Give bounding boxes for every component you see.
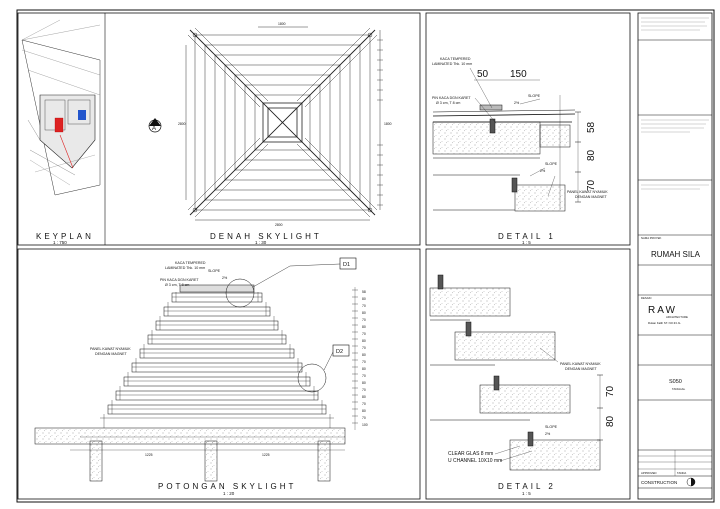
step-value: 80 bbox=[362, 353, 366, 357]
detail2-title: DETAIL 2 bbox=[498, 482, 556, 491]
step-value: 80 bbox=[362, 381, 366, 385]
potongan-dim-right: 1225 bbox=[262, 453, 270, 457]
step-value: 58 bbox=[362, 290, 366, 294]
detail1-note-slope: SLOPE bbox=[528, 94, 541, 98]
potongan-note-glass2: LAMINATED Thk. 10 mm bbox=[165, 266, 205, 270]
tb-designer-label: DESAIN bbox=[641, 296, 651, 300]
step-value: 70 bbox=[362, 388, 366, 392]
step-value: 70 bbox=[362, 374, 366, 378]
detail-2-drawing bbox=[429, 274, 603, 471]
section-mark-label: A bbox=[152, 126, 156, 132]
frame-top-left bbox=[17, 12, 421, 246]
step-value: 80 bbox=[362, 409, 366, 413]
detail1-scale: 1 : 5 bbox=[522, 240, 531, 245]
step-value: 70 bbox=[362, 360, 366, 364]
callout-d2-label: D2 bbox=[336, 349, 343, 355]
title-block bbox=[637, 12, 713, 500]
detail1-dim-50: 50 bbox=[477, 69, 489, 80]
detail1-note-panel: PANEL KAWAT NYAMUK bbox=[567, 190, 608, 194]
tb-date-label: TANGGAL bbox=[672, 387, 686, 391]
step-value: 70 bbox=[362, 332, 366, 336]
denah-right-ticks bbox=[377, 39, 383, 206]
detail2-note-panel2: DENGAN MAGNET bbox=[565, 367, 598, 371]
step-value: 70 bbox=[362, 318, 366, 322]
detail1-dim-70: 70 bbox=[586, 179, 597, 191]
potongan-title: POTONGAN SKYLIGHT bbox=[158, 482, 296, 491]
detail2-scale: 1 : 5 bbox=[522, 491, 531, 496]
step-value: 80 bbox=[362, 297, 366, 301]
frame-detail-2 bbox=[425, 248, 631, 500]
denah-dim-left: 2800 bbox=[178, 122, 186, 126]
potongan-note-pct: 2% bbox=[222, 276, 228, 280]
potongan-scale: 1 : 20 bbox=[223, 491, 235, 496]
detail1-note-pin: PIN KACA DGN KARET bbox=[432, 96, 471, 100]
detail1-note-pct2: 2% bbox=[540, 169, 546, 173]
potongan-note-panel: PANEL KAWAT NYAMUK bbox=[90, 347, 131, 351]
potongan-drawing bbox=[34, 265, 356, 482]
denah-dim-bottom: 2800 bbox=[275, 223, 283, 227]
detail-1-drawing bbox=[432, 67, 581, 212]
step-value: 70 bbox=[362, 402, 366, 406]
keyplan-drawing bbox=[21, 19, 101, 196]
detail1-dim-150: 150 bbox=[510, 69, 527, 80]
step-value: 80 bbox=[362, 311, 366, 315]
detail1-dim-80: 80 bbox=[586, 149, 597, 161]
detail1-note-pin2: Ø 3 cm, T 8 cm bbox=[436, 101, 460, 105]
tb-checked: APPROVED bbox=[641, 471, 657, 475]
detail1-note-glass2: LAMINATED Thk. 10 mm bbox=[432, 62, 472, 66]
detail2-dim-80: 80 bbox=[605, 415, 616, 427]
tb-address: Rukan Kalih ST. NO.33 JL. bbox=[648, 321, 681, 325]
frame-detail-1 bbox=[425, 12, 631, 246]
denah-dim-top: 1800 bbox=[278, 22, 286, 26]
detail2-dim-70: 70 bbox=[605, 385, 616, 397]
detail1-note-pct: 2% bbox=[514, 101, 520, 105]
detail2-note-clear: CLEAR GLAS 8 mm bbox=[448, 451, 493, 457]
denah-skylight-drawing bbox=[185, 26, 381, 221]
step-value: 80 bbox=[362, 395, 366, 399]
denah-dim-right: 1800 bbox=[384, 122, 392, 126]
detail1-dim-58: 58 bbox=[586, 121, 597, 133]
step-value: 70 bbox=[362, 416, 366, 420]
detail1-title: DETAIL 1 bbox=[498, 232, 556, 241]
tb-firm-name: RAW bbox=[648, 305, 677, 316]
potongan-note-slope: SLOPE bbox=[208, 269, 221, 273]
step-value: 80 bbox=[362, 367, 366, 371]
step-value: 80 bbox=[362, 325, 366, 329]
detail2-note-pct: 2% bbox=[545, 432, 551, 436]
potongan-note-glass: KACA TEMPERED bbox=[175, 261, 206, 265]
potongan-step-values: 58 80 70 80 70 80 70 80 70 80 70 80 70 8… bbox=[362, 290, 368, 427]
potongan-note-pin2: Ø 3 cm, T 8 cm bbox=[165, 283, 189, 287]
callout-d2: D2 bbox=[332, 344, 350, 357]
step-value: 80 bbox=[362, 339, 366, 343]
section-marker: A bbox=[148, 118, 162, 133]
step-value: 70 bbox=[362, 304, 366, 308]
tb-status: CONSTRUCTION bbox=[641, 480, 677, 485]
tb-project-label: NAMA PROYEK bbox=[641, 236, 661, 240]
potongan-note-panel2: DENGAN MAGNET bbox=[95, 352, 128, 356]
detail1-note-glass: KACA TEMPERED bbox=[440, 57, 471, 61]
potongan-dim-left: 1225 bbox=[145, 453, 153, 457]
detail2-note-panel: PANEL KAWAT NYAMUK bbox=[560, 362, 601, 366]
callout-d1-label: D1 bbox=[343, 262, 350, 268]
tb-approved-by: TANDA bbox=[677, 471, 686, 475]
callout-d1: D1 bbox=[289, 257, 357, 270]
tb-firm-sub: ARCHITECTURE bbox=[666, 315, 688, 319]
keyplan-title: KEYPLAN bbox=[36, 232, 94, 241]
denah-title: DENAH SKYLIGHT bbox=[210, 232, 322, 241]
potongan-note-pin: PIN KACA DGN KARET bbox=[160, 278, 199, 282]
potongan-right-ticks bbox=[352, 289, 358, 424]
tb-drawing-no: S050 bbox=[669, 379, 682, 385]
step-value: 70 bbox=[362, 346, 366, 350]
frame-potongan bbox=[17, 248, 421, 500]
keyplan-scale: 1 : 750 bbox=[53, 240, 67, 245]
detail1-note-slope2: SLOPE bbox=[545, 162, 558, 166]
step-value: 100 bbox=[362, 423, 368, 427]
detail2-note-slope: SLOPE bbox=[545, 425, 558, 429]
detail2-note-channel: U CHANNEL 10X10 mm bbox=[448, 458, 502, 464]
detail1-note-panel2: DENGAN MAGNET bbox=[575, 195, 608, 199]
denah-scale: 1 : 30 bbox=[255, 240, 267, 245]
tb-project-name: RUMAH SILA bbox=[651, 250, 701, 259]
